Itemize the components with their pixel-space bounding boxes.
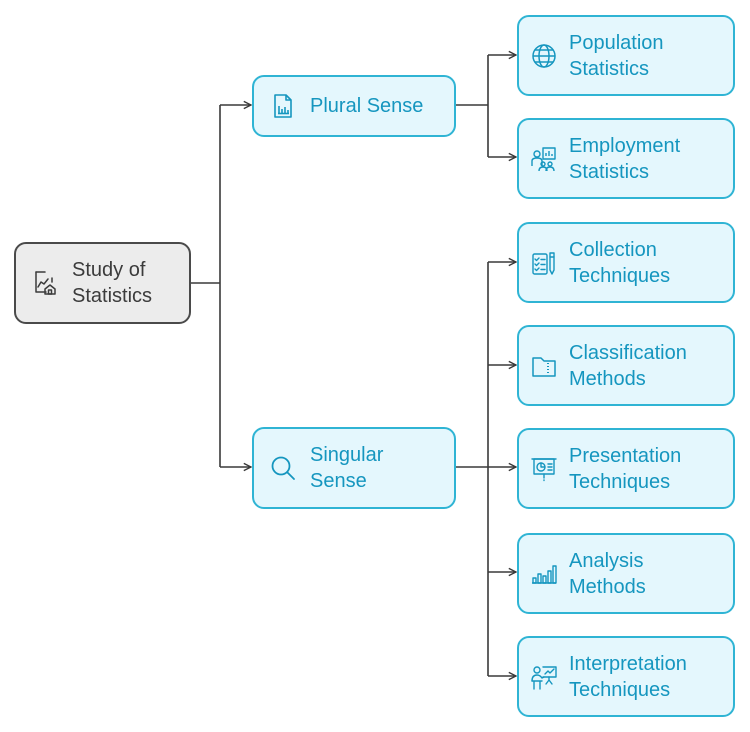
node-label: Classification Methods [569,341,687,390]
chart-house-icon [32,270,58,296]
node-label: Plural Sense [310,95,424,117]
connector-plural-trunk [456,55,489,157]
node-label: Study of Statistics [72,259,153,307]
magnifier-icon [270,455,296,481]
node-interpretation-techniques: Interpretation Techniques [517,636,735,717]
folder-zipper-icon [531,353,557,379]
globe-icon [531,43,557,69]
connector-singular-trunk [456,262,489,676]
node-label: Interpretation Techniques [569,652,687,701]
node-population-statistics: Population Statistics [517,15,735,96]
connector-root-trunk [190,105,221,467]
node-employment-statistics: Employment Statistics [517,118,735,199]
node-label: Population Statistics [569,31,664,80]
node-label: Singular Sense [310,444,384,492]
bar-chart-document-icon [270,93,296,119]
node-study-of-statistics: Study of Statistics [14,242,191,324]
presenter-chart-icon [531,664,557,690]
node-plural-sense: Plural Sense [252,75,456,137]
node-analysis-methods: Analysis Methods [517,533,735,614]
workers-chart-icon [531,146,557,172]
node-collection-techniques: Collection Techniques [517,222,735,303]
presentation-board-icon [531,456,557,482]
node-label: Presentation Techniques [569,444,682,493]
checklist-pen-icon [531,250,557,276]
bar-chart-icon [531,561,557,587]
node-singular-sense: Singular Sense [252,427,456,509]
node-label: Employment Statistics [569,134,681,183]
node-label: Analysis Methods [569,549,646,598]
node-label: Collection Techniques [569,238,671,287]
node-classification-methods: Classification Methods [517,325,735,406]
node-presentation-techniques: Presentation Techniques [517,428,735,509]
